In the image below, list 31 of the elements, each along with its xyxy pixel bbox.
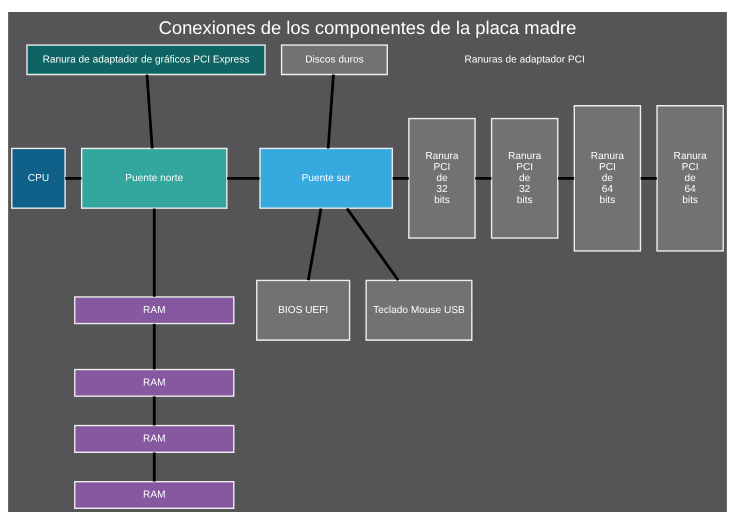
connector <box>392 176 409 180</box>
node-box: Ranura PCI de 32 bits <box>490 118 558 239</box>
node-box: Puente norte <box>80 148 228 209</box>
connector <box>558 176 574 180</box>
node-box: RAM <box>74 368 234 397</box>
connector <box>152 396 156 426</box>
connector <box>152 324 156 370</box>
connector <box>152 452 156 482</box>
node-box: Ranura de adaptador de gráficos PCI Express <box>26 44 266 76</box>
connector <box>306 208 322 280</box>
node-box: Ranura PCI de 32 bits <box>408 118 476 239</box>
node-box: Puente sur <box>259 148 393 209</box>
node-box: Discos duros <box>280 44 388 76</box>
connector <box>152 208 156 297</box>
node-box: Teclado Mouse USB <box>365 280 472 341</box>
node-box: RAM <box>74 296 234 324</box>
connector <box>146 74 154 149</box>
node-box: Ranura PCI de 64 bits <box>574 105 642 252</box>
connector <box>65 176 82 180</box>
node-box: CPU <box>11 148 66 209</box>
diagram-title: Conexiones de los componentes de la placa madre <box>158 17 576 38</box>
node-box: BIOS UEFI <box>256 280 350 341</box>
node-box: Ranura PCI de 64 bits <box>656 105 724 252</box>
label: Ranuras de adaptador PCI <box>464 54 585 66</box>
connector <box>346 208 400 282</box>
connector <box>227 176 260 180</box>
connector <box>640 176 657 180</box>
connector <box>475 176 492 180</box>
node-box: RAM <box>74 480 234 510</box>
node-box: RAM <box>74 424 234 453</box>
connector <box>326 74 335 149</box>
